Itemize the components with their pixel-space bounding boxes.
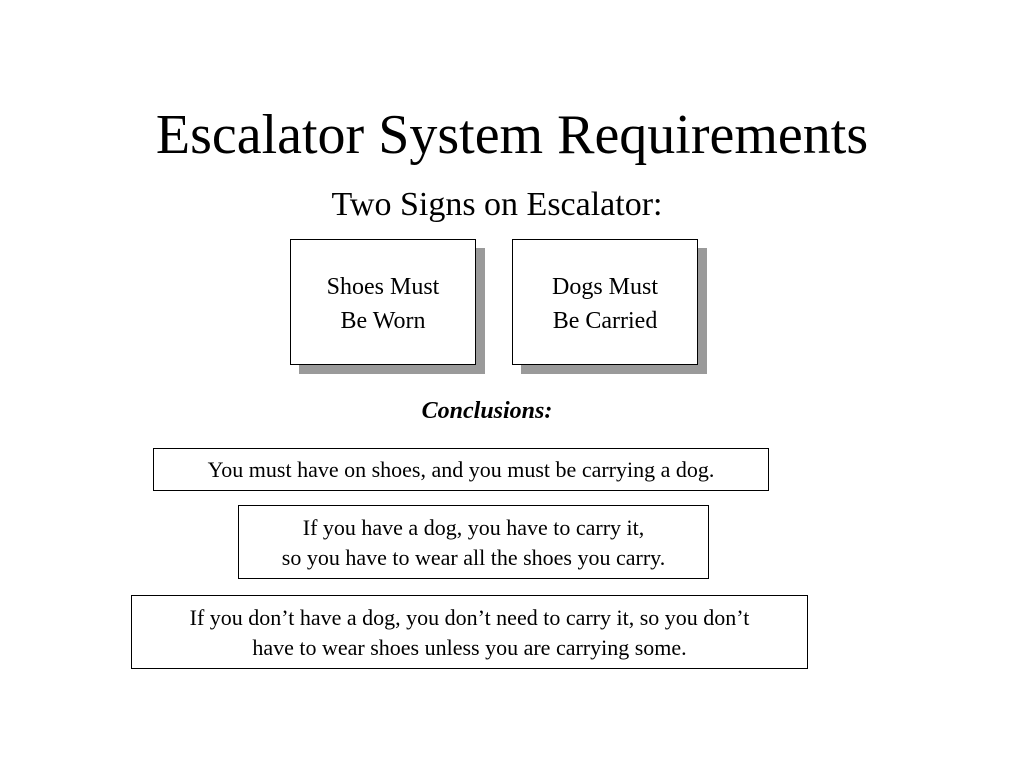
- sign-shoes: Shoes Must Be Worn: [290, 239, 485, 374]
- sign-line-2: Be Carried: [552, 308, 658, 334]
- sign-box: Dogs Must Be Carried: [512, 239, 698, 365]
- conclusion-line-2: so you have to wear all the shoes you ca…: [281, 545, 666, 570]
- conclusion-line-1: If you don’t have a dog, you don’t need …: [189, 605, 750, 630]
- conclusion-line-1: If you have a dog, you have to carry it,: [302, 515, 645, 540]
- sign-text: Shoes Must Be Worn: [291, 270, 475, 338]
- slide-subtitle: Two Signs on Escalator:: [331, 186, 663, 223]
- sign-box: Shoes Must Be Worn: [290, 239, 476, 365]
- conclusion-box-3: If you don’t have a dog, you don’t need …: [131, 595, 808, 669]
- conclusions-label: Conclusions:: [421, 398, 553, 424]
- sign-line-1: Shoes Must: [326, 274, 440, 300]
- sign-dogs: Dogs Must Be Carried: [512, 239, 707, 374]
- conclusion-box-1: You must have on shoes, and you must be …: [153, 448, 769, 491]
- sign-line-2: Be Worn: [340, 308, 426, 334]
- conclusion-box-2: If you have a dog, you have to carry it,…: [238, 505, 709, 579]
- conclusion-line-2: have to wear shoes unless you are carryi…: [252, 635, 687, 660]
- conclusion-line-1: You must have on shoes, and you must be …: [207, 457, 715, 482]
- slide-title: Escalator System Requirements: [155, 104, 869, 166]
- sign-line-1: Dogs Must: [551, 274, 659, 300]
- sign-text: Dogs Must Be Carried: [513, 270, 697, 338]
